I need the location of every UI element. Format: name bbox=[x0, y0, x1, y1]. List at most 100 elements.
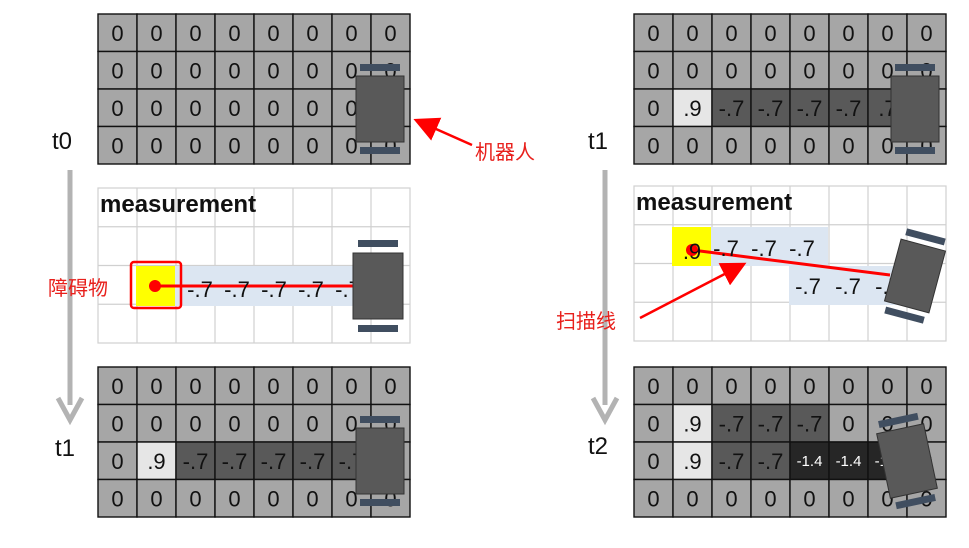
robot-body bbox=[876, 423, 938, 499]
robot-wheel bbox=[895, 494, 936, 510]
robot-wheel bbox=[905, 228, 946, 246]
grid-cell bbox=[175, 13, 216, 53]
measurement-value: -.7 bbox=[751, 236, 777, 261]
grid-cell bbox=[672, 441, 713, 481]
grid-cell bbox=[175, 366, 216, 406]
grid-cell-value: .9 bbox=[683, 96, 701, 121]
robots-layer bbox=[355, 64, 940, 510]
grid-cell-value: 0 bbox=[647, 411, 659, 436]
grid-cell-value: 0 bbox=[111, 133, 123, 158]
grid-cell-value: 0 bbox=[384, 374, 396, 399]
grid-cell-value: 0 bbox=[228, 374, 240, 399]
grid-cell bbox=[789, 13, 830, 53]
time-label-t1-left: t1 bbox=[55, 435, 76, 462]
robot-icon bbox=[355, 416, 405, 506]
time-arrow-right bbox=[590, 170, 620, 426]
grid-cell-value: 0 bbox=[189, 21, 201, 46]
grid-cell-value: 0 bbox=[764, 21, 776, 46]
grid-cell-value: 0 bbox=[189, 96, 201, 121]
grid-cell-value: 0 bbox=[764, 374, 776, 399]
grid-cell-value: 0 bbox=[306, 21, 318, 46]
grid-cell-value: 0 bbox=[647, 133, 659, 158]
grid-cell-value: 0 bbox=[686, 133, 698, 158]
grid-cell-value: 0 bbox=[842, 21, 854, 46]
grid-cell-value: 0 bbox=[267, 96, 279, 121]
grid-cell bbox=[633, 403, 674, 443]
grid-cell bbox=[253, 478, 294, 518]
robot-wheel bbox=[360, 64, 400, 71]
grid-cell bbox=[97, 366, 138, 406]
time-label-t2: t2 bbox=[588, 433, 609, 460]
grid-cell bbox=[97, 403, 138, 443]
measurement-panel-left: measurement-.7-.7-.7-.7-.7 bbox=[97, 187, 411, 344]
grid-cell-value: 0 bbox=[228, 58, 240, 83]
grid-cell-value: 0 bbox=[647, 486, 659, 511]
grid-cell bbox=[672, 403, 713, 443]
robot-annotation-arrow bbox=[413, 117, 473, 147]
grid-cell bbox=[672, 478, 713, 518]
grid-cell-value: 0 bbox=[842, 374, 854, 399]
grid-cell-value: 0 bbox=[150, 96, 162, 121]
grid-cell bbox=[906, 366, 947, 406]
grid-cell-value: 0 bbox=[111, 58, 123, 83]
grid-cell bbox=[867, 13, 908, 53]
grid-cell-value: 0 bbox=[647, 21, 659, 46]
grid-cell-value: 0 bbox=[228, 133, 240, 158]
grid-cell bbox=[370, 366, 411, 406]
grid-cell-value: 0 bbox=[345, 411, 357, 436]
grid-cell-value: -.7 bbox=[758, 411, 784, 436]
grid-cell-value: 0 bbox=[384, 21, 396, 46]
grid-cell-value: 0 bbox=[764, 133, 776, 158]
robot-icon bbox=[355, 64, 405, 154]
grid-cell-value: 0 bbox=[267, 411, 279, 436]
robot-annotation-label: 机器人 bbox=[475, 142, 535, 164]
measurement-value: -.7 bbox=[835, 274, 861, 299]
grid-cell-value: -.7 bbox=[797, 96, 823, 121]
grid-cell-value: 0 bbox=[345, 96, 357, 121]
measurement-value: -.7 bbox=[795, 274, 821, 299]
time-arrow-left bbox=[55, 170, 85, 426]
grid-cell bbox=[331, 366, 372, 406]
grid-cell-value: -.7 bbox=[300, 449, 326, 474]
obstacle-annotation-label: 障碍物 bbox=[48, 278, 108, 300]
robot-icon bbox=[876, 412, 938, 510]
grid-cell bbox=[828, 441, 869, 481]
grid-cell-value: 0 bbox=[647, 374, 659, 399]
grid-cell-value: 0 bbox=[189, 374, 201, 399]
grid-cell bbox=[292, 125, 333, 165]
grid-cell bbox=[97, 50, 138, 90]
grid-cell-value: -.7 bbox=[797, 411, 823, 436]
grid-cell-value: -.7 bbox=[222, 449, 248, 474]
grid-cell bbox=[828, 50, 869, 90]
grid-cell-value: 0 bbox=[306, 58, 318, 83]
grid-cell bbox=[292, 50, 333, 90]
grid-cell bbox=[672, 125, 713, 165]
robot-icon bbox=[352, 240, 404, 332]
grid-cell bbox=[214, 478, 255, 518]
grid-cell-value: 0 bbox=[111, 411, 123, 436]
grid-cell-value: 0 bbox=[647, 449, 659, 474]
grid-cell-value: 0 bbox=[189, 133, 201, 158]
grid-cell-value: 0 bbox=[228, 96, 240, 121]
grid-cell-value: 0 bbox=[228, 21, 240, 46]
grid-cell-value: 0 bbox=[686, 374, 698, 399]
measurement-title: measurement bbox=[100, 191, 256, 218]
grid-cell-value: 0 bbox=[725, 374, 737, 399]
robot-wheel bbox=[360, 499, 400, 506]
robot-body bbox=[355, 427, 405, 495]
grid-cell-value: 0 bbox=[228, 411, 240, 436]
grid-cell bbox=[214, 366, 255, 406]
grid-cell bbox=[672, 366, 713, 406]
obstacle-point bbox=[686, 244, 698, 256]
grid-cell-value: 0 bbox=[189, 486, 201, 511]
grid-cell-value: 0 bbox=[306, 133, 318, 158]
grid-cell-value: -.7 bbox=[758, 96, 784, 121]
grid-cell-value: 0 bbox=[345, 133, 357, 158]
grid-cell-value: 0 bbox=[725, 58, 737, 83]
grid-cell-value: 0 bbox=[111, 374, 123, 399]
grid-cell-value: 0 bbox=[111, 449, 123, 474]
grid-cell-value: -.7 bbox=[719, 96, 745, 121]
grid-cell bbox=[906, 13, 947, 53]
